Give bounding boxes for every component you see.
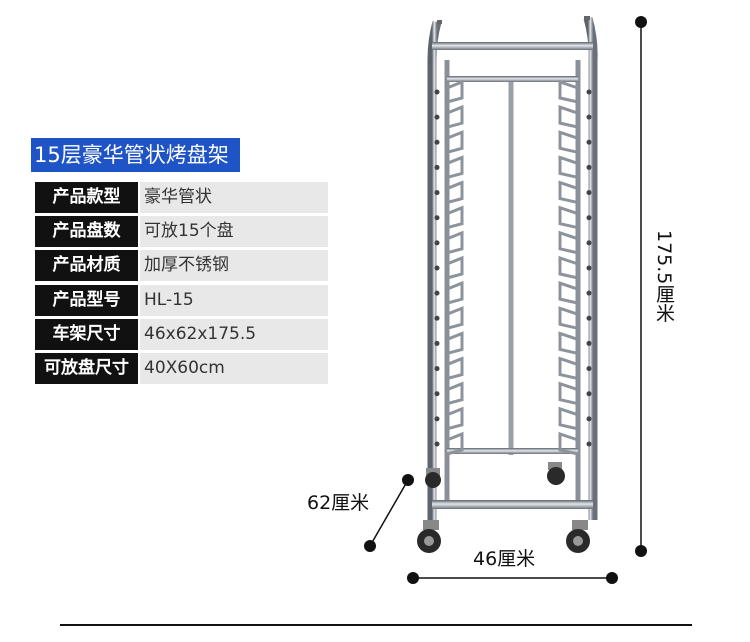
dimension-markers xyxy=(364,16,647,584)
rail-bolt xyxy=(434,190,440,196)
tray-rail-right xyxy=(558,230,579,255)
tray-rail-right xyxy=(558,105,579,129)
rail-bolt xyxy=(586,114,592,120)
tray-rail-left xyxy=(446,104,464,129)
rail-bolt xyxy=(586,366,592,372)
rail-bolt xyxy=(586,265,592,271)
tray-rail-left xyxy=(446,130,464,154)
rail-bolt xyxy=(434,164,440,170)
rail-bolt xyxy=(586,190,592,196)
rail-bolt xyxy=(586,441,592,447)
spec-value: 豪华管状 xyxy=(140,182,328,213)
tray-rail-right xyxy=(558,155,579,179)
tray-rail-right xyxy=(558,205,579,230)
spec-row-material: 产品材质 加厚不锈钢 xyxy=(35,250,328,282)
tray-rail-left xyxy=(446,230,464,255)
rail-bolt xyxy=(434,391,440,397)
spec-label: 产品材质 xyxy=(35,250,138,282)
spec-row-model: 产品型号 HL-15 xyxy=(35,284,328,316)
rail-bolt xyxy=(434,441,440,447)
spec-label: 产品款型 xyxy=(35,182,138,213)
rail-bolt xyxy=(434,366,440,372)
rail-bolt xyxy=(586,290,592,296)
spec-value: 加厚不锈钢 xyxy=(140,250,328,282)
tray-rail-right xyxy=(558,306,579,330)
rail-bolt xyxy=(434,89,440,95)
tray-rail-left xyxy=(446,381,464,406)
tray-rail-right xyxy=(558,255,579,280)
tray-rail-left xyxy=(446,356,464,381)
tray-rail-left xyxy=(446,431,464,456)
tray-rail-left xyxy=(446,205,464,230)
bottom-divider xyxy=(60,624,692,626)
tray-rail-right xyxy=(558,281,579,305)
spec-row-trays: 产品盘数 可放15个盘 xyxy=(35,216,328,248)
tray-rail-right xyxy=(558,130,579,154)
caster-wheels xyxy=(417,462,590,553)
tray-rail-left xyxy=(446,306,464,330)
tray-rail-right xyxy=(558,381,579,406)
width-dimension-label: 46厘米 xyxy=(473,548,536,570)
spec-label: 产品盘数 xyxy=(35,216,138,248)
spec-table: 产品款型 豪华管状 产品盘数 可放15个盘 产品材质 加厚不锈钢 产品型号 HL… xyxy=(35,182,328,387)
tray-rail-left xyxy=(446,331,464,355)
spec-label: 可放盘尺寸 xyxy=(35,352,138,384)
tray-rail-right xyxy=(558,431,579,456)
tray-rail-right xyxy=(558,356,579,381)
tray-rail-left xyxy=(446,255,464,280)
rail-bolt xyxy=(586,215,592,221)
spec-label: 产品型号 xyxy=(35,284,138,316)
spec-value: 46x62x175.5 xyxy=(140,318,328,350)
depth-dimension-label: 62厘米 xyxy=(307,492,370,514)
tray-rail-left xyxy=(446,180,464,205)
height-dimension-label: 175.5厘米 xyxy=(653,229,675,323)
rail-bolt xyxy=(586,164,592,170)
spec-value: 可放15个盘 xyxy=(140,216,328,248)
tray-rails xyxy=(434,79,592,456)
tray-rail-left xyxy=(446,280,464,305)
rail-bolt xyxy=(434,290,440,296)
tray-rail-right xyxy=(558,180,579,205)
tray-rail-right xyxy=(558,79,579,104)
spec-value: 40X60cm xyxy=(140,352,328,384)
tray-rail-left xyxy=(446,79,464,104)
product-title: 15层豪华管状烤盘架 xyxy=(31,138,240,172)
rail-bolt xyxy=(434,139,440,145)
spec-row-frame-size: 车架尺寸 46x62x175.5 xyxy=(35,318,328,350)
rail-bolt xyxy=(434,114,440,120)
rail-bolt xyxy=(434,315,440,321)
rail-bolt xyxy=(586,315,592,321)
rail-bolt xyxy=(586,391,592,397)
rail-bolt xyxy=(434,215,440,221)
rail-bolt xyxy=(434,240,440,246)
rail-bolt xyxy=(434,340,440,346)
rail-bolt xyxy=(586,416,592,422)
spec-row-tray-size: 可放盘尺寸 40X60cm xyxy=(35,352,328,384)
rail-bolt xyxy=(586,139,592,145)
tray-rail-left xyxy=(446,155,464,179)
rail-bolt xyxy=(586,89,592,95)
spec-row-style: 产品款型 豪华管状 xyxy=(35,182,328,213)
spec-label: 车架尺寸 xyxy=(35,318,138,350)
spec-value: HL-15 xyxy=(140,284,328,316)
tray-rail-right xyxy=(558,331,579,355)
rail-bolt xyxy=(434,416,440,422)
tray-rail-right xyxy=(558,406,579,431)
rail-bolt xyxy=(434,265,440,271)
rack-frame xyxy=(427,16,598,520)
rail-bolt xyxy=(586,340,592,346)
rail-bolt xyxy=(586,240,592,246)
tray-rail-left xyxy=(446,406,464,431)
